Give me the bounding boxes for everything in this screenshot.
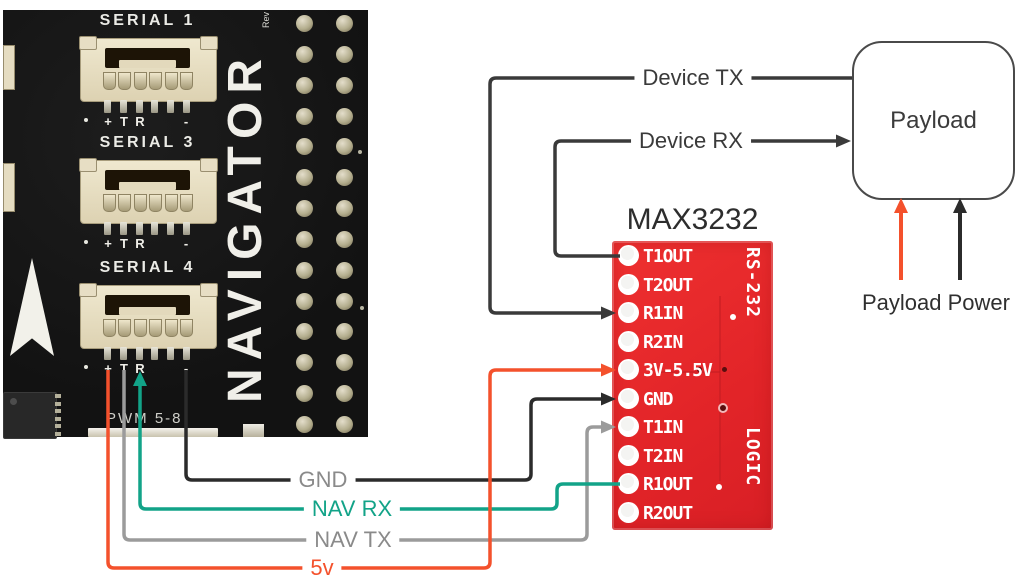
- gnd-wire: [184, 370, 602, 482]
- five-v-label: 5v: [302, 555, 342, 581]
- nav-rx-label: NAV RX: [303, 496, 401, 522]
- serial1-pin-labels: + T R -: [104, 114, 189, 129]
- nav-rx-wire: [138, 382, 620, 511]
- nav-rx-arrowhead: [133, 371, 147, 386]
- serial3-connector: [79, 158, 218, 224]
- pin-r1out: R1OUT: [612, 473, 773, 495]
- serial4-port: SERIAL 4 + T R -: [79, 259, 218, 379]
- serial3-label: SERIAL 3: [99, 134, 196, 151]
- nav-tx-arrowhead: [601, 420, 616, 434]
- edge-connector: [3, 163, 15, 212]
- gnd-label: GND: [290, 467, 356, 493]
- device-tx-arrowhead: [601, 306, 616, 320]
- navigator-board-photo: NAVIGATOR Rev SERIAL 1 + T R - SERIAL 3: [3, 10, 368, 439]
- pin-r2out: R2OUT: [612, 502, 773, 524]
- device-rx-label: Device RX: [631, 128, 751, 154]
- serial1-port: SERIAL 1 + T R -: [79, 12, 218, 132]
- nav-tx-label: NAV TX: [306, 527, 400, 553]
- payload-label: Payload: [890, 106, 977, 134]
- pin-t2out: T2OUT: [612, 274, 773, 296]
- serial1-label: SERIAL 1: [99, 12, 196, 29]
- payload-box: Payload: [852, 41, 1015, 200]
- pin-t1in: T1IN: [612, 416, 773, 438]
- max3232-title: MAX3232: [626, 203, 759, 236]
- device-tx-wire: [488, 76, 852, 315]
- gnd-arrowhead: [601, 392, 616, 406]
- max3232-board: T1OUT T2OUT R1IN R2IN 3V-5.5V GND T1IN T…: [612, 241, 773, 530]
- pin-t1out: T1OUT: [612, 245, 773, 267]
- device-rx-wire: [553, 139, 837, 258]
- rs232-side-label: RS-232: [742, 247, 763, 319]
- serial4-label: SERIAL 4: [99, 259, 196, 276]
- five-v-arrowhead: [601, 363, 616, 377]
- payload-power-black-arrowhead: [953, 198, 967, 213]
- pin-r2in: R2IN: [612, 331, 773, 353]
- payload-power-red-arrowhead: [894, 198, 908, 213]
- serial4-connector: [79, 283, 218, 349]
- logic-side-label: LOGIC: [742, 427, 763, 487]
- pin-gnd: GND: [612, 388, 773, 410]
- device-rx-arrowhead: [836, 134, 851, 148]
- nav-tx-wire: [122, 370, 602, 542]
- edge-connector: [3, 45, 15, 90]
- pwm-connector-edge: [88, 428, 218, 437]
- serial3-port: SERIAL 3 + T R -: [79, 134, 218, 254]
- ic-chip: [3, 392, 57, 439]
- serial3-pin-labels: + T R -: [104, 236, 189, 251]
- pin-r1in: R1IN: [612, 302, 773, 324]
- serial1-connector: [79, 36, 218, 102]
- payload-power-label: Payload Power: [862, 290, 1010, 315]
- pin-vcc: 3V-5.5V: [612, 359, 773, 381]
- device-tx-label: Device TX: [634, 65, 752, 91]
- pin-t2in: T2IN: [612, 445, 773, 467]
- serial4-pin-labels: + T R -: [104, 361, 189, 376]
- through-hole-pads: [296, 15, 353, 433]
- five-v-wire: [106, 368, 602, 570]
